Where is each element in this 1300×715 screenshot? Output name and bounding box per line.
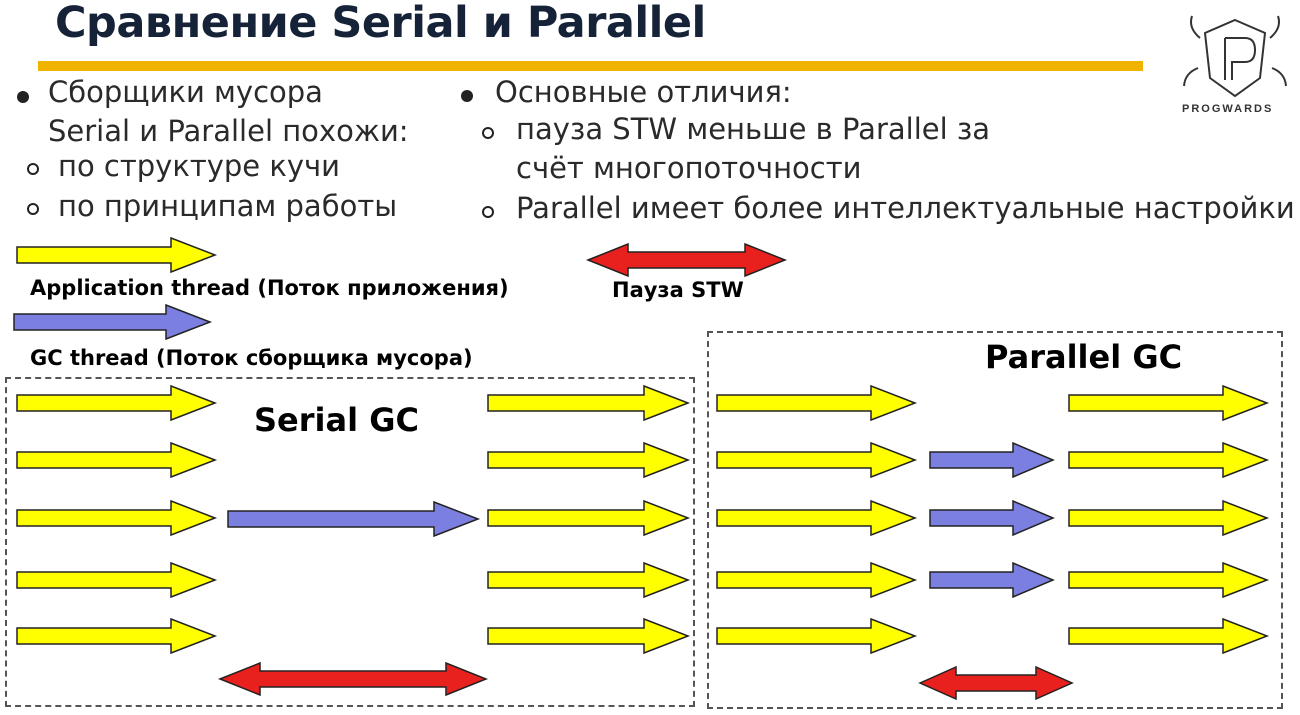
- legend-gc-thread-label: GC thread (Поток сборщика мусора): [30, 346, 473, 370]
- serial-app-thread-before-arrow: [16, 441, 218, 479]
- right-sub-1-line-1: пауза STW меньше в Parallel за: [516, 112, 991, 146]
- parallel-app-thread-before-arrow: [716, 617, 918, 655]
- title-underline: [38, 61, 1143, 71]
- legend-stw-label: Пауза STW: [612, 278, 744, 302]
- bullet-dot: [17, 91, 29, 103]
- left-main-line-2: Serial и Parallel похожи:: [48, 114, 409, 148]
- parallel-app-thread-after-arrow: [1068, 617, 1270, 655]
- page-title: Сравнение Serial и Parallel: [55, 0, 706, 48]
- serial-gc-thread-arrow: [227, 500, 481, 538]
- parallel-app-thread-after-arrow: [1068, 561, 1270, 599]
- sub-bullet-circle: [27, 163, 39, 175]
- serial-app-thread-before-arrow: [16, 561, 218, 599]
- serial-app-thread-before-arrow: [16, 384, 218, 422]
- right-main: Основные отличия:: [495, 75, 792, 109]
- sub-bullet-circle: [27, 203, 39, 215]
- sub-bullet-circle: [482, 127, 494, 139]
- parallel-app-thread-before-arrow: [716, 441, 918, 479]
- parallel-app-thread-after-arrow: [1068, 499, 1270, 537]
- serial-app-thread-after-arrow: [487, 561, 691, 599]
- parallel-app-thread-after-arrow: [1068, 384, 1270, 422]
- right-sub-1-line-2: счёт многопоточности: [516, 151, 862, 185]
- serial-app-thread-before-arrow: [16, 499, 218, 537]
- legend-app-thread-label: Application thread (Поток приложения): [30, 276, 509, 300]
- left-main-line-1: Сборщики мусора: [48, 75, 323, 109]
- parallel-gc-thread-arrow: [929, 499, 1055, 537]
- serial-app-thread-before-arrow: [16, 617, 218, 655]
- bullet-dot: [461, 90, 473, 102]
- right-sub-2: Parallel имеет более интеллектуальные на…: [516, 191, 1295, 225]
- parallel-gc-thread-arrow: [929, 561, 1055, 599]
- serial-app-thread-after-arrow: [487, 499, 691, 537]
- parallel-app-thread-after-arrow: [1068, 441, 1270, 479]
- legend-app-thread-arrow: [16, 236, 218, 274]
- logo-text: PROGWARDS: [1182, 103, 1274, 115]
- parallel-gc-thread-arrow: [929, 441, 1055, 479]
- parallel-stw-arrow: [918, 665, 1074, 701]
- progwards-logo: [1180, 8, 1290, 123]
- serial-gc-panel: [5, 377, 695, 707]
- left-sub-1: по структуре кучи: [58, 149, 341, 183]
- left-sub-2: по принципам работы: [58, 189, 398, 223]
- serial-gc-title: Serial GC: [254, 401, 419, 439]
- legend-stw-arrow: [585, 242, 788, 278]
- serial-app-thread-after-arrow: [487, 441, 691, 479]
- legend-gc-thread-arrow: [13, 303, 213, 341]
- sub-bullet-circle: [482, 206, 494, 218]
- serial-stw-arrow: [217, 661, 489, 697]
- parallel-app-thread-before-arrow: [716, 499, 918, 537]
- parallel-gc-title: Parallel GC: [985, 338, 1183, 376]
- parallel-gc-panel: [707, 331, 1283, 709]
- serial-app-thread-after-arrow: [487, 384, 691, 422]
- serial-app-thread-after-arrow: [487, 617, 691, 655]
- parallel-app-thread-before-arrow: [716, 384, 918, 422]
- parallel-app-thread-before-arrow: [716, 561, 918, 599]
